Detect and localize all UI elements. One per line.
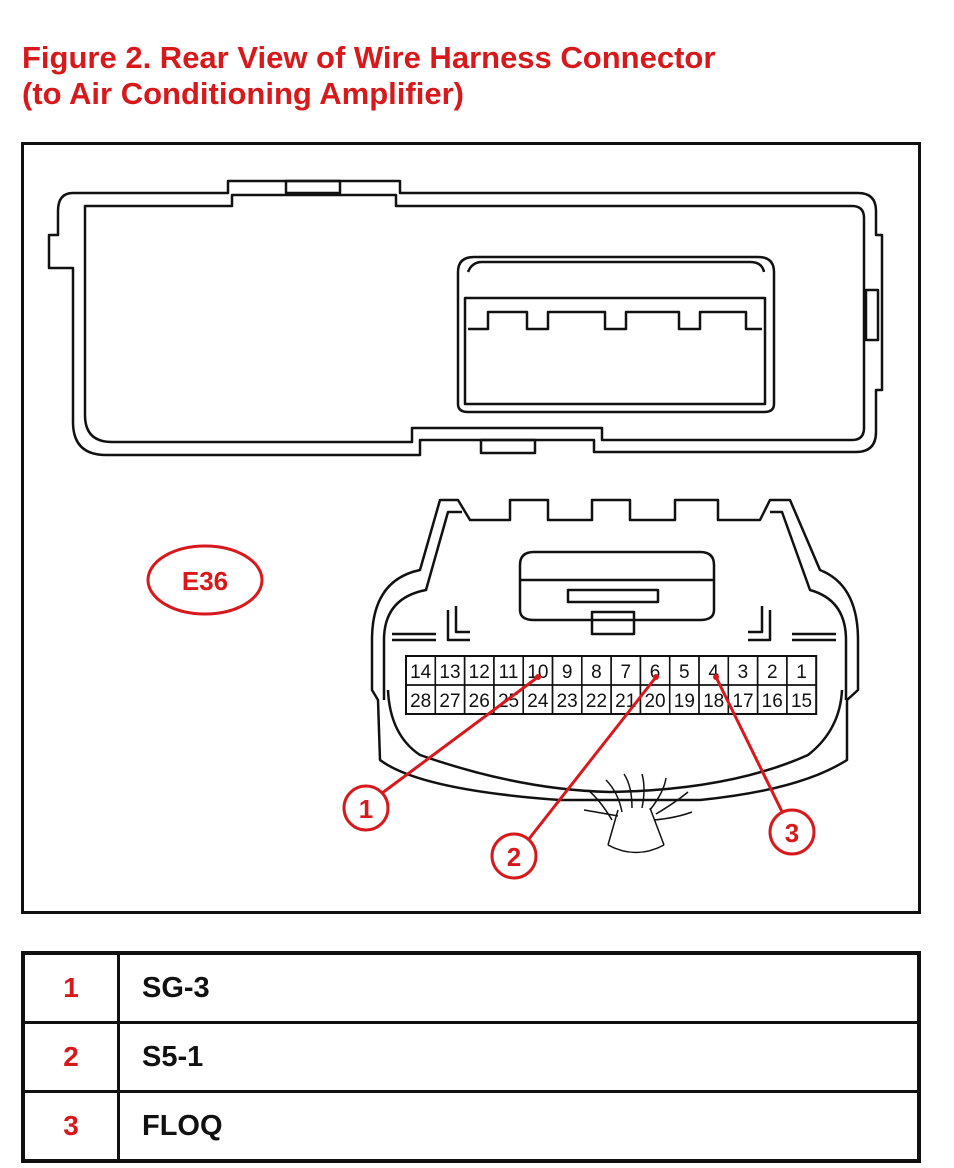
callout-2: 2 — [490, 832, 538, 880]
pin-number: 9 — [562, 662, 573, 683]
pin-number: 22 — [586, 691, 607, 712]
pin-number: 10 — [527, 662, 548, 683]
callout-3-number: 3 — [785, 818, 799, 848]
pin-number: 27 — [439, 691, 460, 712]
diagram-border — [21, 142, 921, 914]
pin-number: 19 — [674, 691, 695, 712]
pin-cell — [786, 684, 817, 715]
legend-number: 3 — [21, 1090, 120, 1163]
title-line-2: (to Air Conditioning Amplifier) — [22, 76, 464, 111]
figure-title: Figure 2. Rear View of Wire Harness Conn… — [22, 40, 715, 112]
harness-connector — [370, 498, 860, 802]
callout-leaders — [365, 674, 794, 859]
pin-number: 21 — [615, 691, 636, 712]
callout-2-number: 2 — [507, 842, 521, 872]
legend-row: 3 FLOQ — [21, 1090, 921, 1163]
connector-label: E36 — [182, 566, 228, 596]
title-line-1: Figure 2. Rear View of Wire Harness Conn… — [22, 40, 716, 75]
pin-number: 8 — [591, 662, 602, 683]
pin-number: 18 — [703, 691, 724, 712]
pin-number: 16 — [762, 691, 783, 712]
pin-number: 7 — [620, 662, 631, 683]
callout-2-leader — [512, 676, 658, 859]
pin-number: 20 — [644, 691, 665, 712]
amplifier-housing — [47, 179, 884, 457]
pin-number: 17 — [732, 691, 753, 712]
legend-row: 1 SG-3 — [21, 951, 921, 1024]
pin-legend-table: 1 SG-3 2 S5-1 3 FLOQ — [21, 951, 921, 1163]
pin-number: 12 — [469, 662, 490, 683]
pin-number: 11 — [499, 662, 519, 683]
callout-1-leader — [365, 675, 539, 807]
pin-number: 24 — [527, 691, 549, 712]
legend-row: 2 S5-1 — [21, 1021, 921, 1093]
pin-number: 14 — [410, 662, 432, 683]
callout-1-number: 1 — [359, 794, 373, 824]
pin-number: 3 — [738, 662, 749, 683]
callout-1: 1 — [342, 784, 390, 832]
pin-number: 2 — [767, 662, 778, 683]
callout-3-leader — [714, 676, 794, 833]
connector-label-oval — [146, 544, 264, 616]
pin-number: 1 — [796, 662, 807, 683]
legend-signal: SG-3 — [117, 951, 921, 1024]
pin-number: 23 — [557, 691, 578, 712]
legend-signal: S5-1 — [117, 1021, 921, 1093]
legend-number: 1 — [21, 951, 120, 1024]
wire-bundle — [583, 773, 693, 854]
pin-number: 15 — [791, 691, 812, 712]
pin-number: 5 — [679, 662, 690, 683]
callout-3: 3 — [768, 808, 816, 856]
legend-number: 2 — [21, 1021, 120, 1093]
pin-number: 6 — [650, 662, 661, 683]
pin-number: 13 — [439, 662, 460, 683]
pin-number: 4 — [708, 662, 719, 683]
pin-number: 26 — [469, 691, 490, 712]
legend-signal: FLOQ — [117, 1090, 921, 1163]
pin-number: 28 — [410, 691, 431, 712]
